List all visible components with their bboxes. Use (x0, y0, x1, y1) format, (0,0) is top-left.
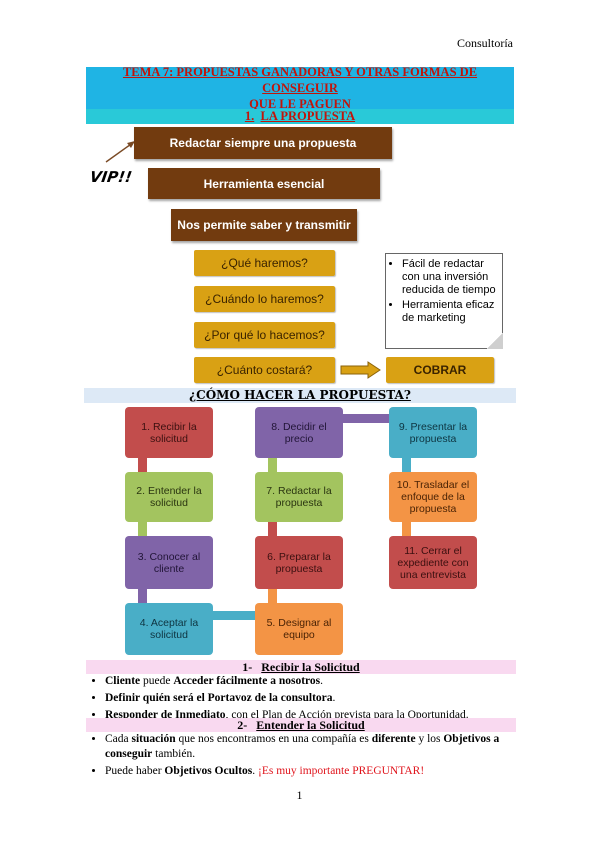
connector (402, 458, 411, 472)
subsection-heading-recibir: 1- Recibir la Solicitud (86, 660, 516, 674)
chapter-title: TEMA 7: PROPUESTAS GANADORAS Y OTRAS FOR… (86, 65, 514, 111)
connector (341, 414, 389, 423)
section-heading-la-propuesta: 1. LA PROPUESTA (86, 109, 514, 124)
step-number: 8. (271, 420, 281, 433)
vip-handwritten: VIP!! (88, 168, 134, 186)
list-item: Cada situación que nos encontramos en un… (105, 732, 520, 762)
step-text: Designar al equipo (278, 617, 332, 641)
right-arrow-icon (340, 361, 381, 379)
note-item: Fácil de redactar con una inversión redu… (402, 258, 498, 297)
como-heading: ¿CÓMO HACER LA PROPUESTA? (84, 388, 516, 403)
step-number: 1. (141, 420, 151, 433)
connector (268, 458, 277, 472)
cobrar-box: COBRAR (386, 357, 494, 383)
step-number: 5. (266, 617, 276, 629)
step-number: 9. (398, 420, 408, 433)
question-cuando: ¿Cuándo lo haremos? (194, 286, 335, 312)
note-item: Herramienta eficaz de marketing (402, 299, 498, 325)
subsection-number: 1- (242, 660, 253, 674)
step-6: 6. Preparar la propuesta (255, 536, 343, 589)
list-item: Cliente puede Acceder fácilmente a nosot… (105, 674, 520, 689)
box-herramienta-esencial: Herramienta esencial (148, 168, 380, 199)
step-text: Redactar la propuesta (275, 485, 332, 509)
box-redactar-propuesta: Redactar siempre una propuesta (134, 127, 392, 159)
chapter-title-line2: QUE LE PAGUEN (249, 97, 351, 111)
question-que: ¿Qué haremos? (194, 250, 335, 276)
connector (138, 522, 147, 536)
connector (402, 522, 411, 536)
connector (138, 589, 147, 603)
bullet-list-entender: Cada situación que nos encontramos en un… (90, 732, 520, 781)
step-1: 1. Recibir la solicitud (125, 407, 213, 458)
subsection-number: 2- (237, 718, 248, 732)
subsection-title: Recibir la Solicitud (261, 660, 360, 674)
step-9: 9. Presentar la propuesta (389, 407, 477, 458)
section-number: 1. (244, 109, 255, 123)
step-text: Presentar la propuesta (409, 420, 468, 445)
page-number: 1 (296, 788, 303, 802)
step-number: 2. (136, 485, 146, 497)
step-text: Recibir la solicitud (150, 420, 197, 445)
step-text: Preparar la propuesta (275, 550, 331, 575)
box-saber-transmitir: Nos permite saber y transmitir (171, 209, 357, 241)
chapter-title-line1: TEMA 7: PROPUESTAS GANADORAS Y OTRAS FOR… (122, 65, 478, 95)
step-8: 8. Decidir el precio (255, 407, 343, 458)
step-text: Conocer al cliente (149, 550, 201, 575)
subsection-title: Entender la Solicitud (256, 718, 365, 732)
step-number: 7. (266, 485, 276, 497)
list-item: Definir quién será el Portavoz de la con… (105, 691, 520, 706)
connector (268, 589, 277, 603)
step-text: Entender la solicitud (147, 485, 202, 509)
step-2: 2. Entender la solicitud (125, 472, 213, 522)
como-heading-text: ¿CÓMO HACER LA PROPUESTA? (189, 388, 411, 402)
connector (268, 522, 277, 536)
question-cuanto: ¿Cuánto costará? (194, 357, 335, 383)
step-number: 3. (137, 550, 147, 563)
pointer-arrow-icon (105, 141, 135, 163)
step-number: 6. (267, 550, 276, 563)
step-number: 11. (404, 544, 419, 557)
step-7: 7. Redactar la propuesta (255, 472, 343, 522)
step-number: 4. (139, 617, 149, 629)
step-text: Decidir el precio (282, 420, 327, 445)
step-11: 11. Cerrar el expediente con una entrevi… (389, 536, 477, 589)
step-4: 4. Aceptar la solicitud (125, 603, 213, 655)
connector (138, 458, 147, 472)
step-text: Aceptar la solicitud (150, 617, 199, 641)
section-title: LA PROPUESTA (260, 109, 356, 123)
question-por-que: ¿Por qué lo hacemos? (194, 322, 335, 348)
page-curl-icon (487, 333, 503, 349)
step-text: Cerrar el expediente con una entrevista (397, 544, 469, 581)
header-label: Consultoría (457, 36, 513, 50)
note-box: Fácil de redactar con una inversión redu… (385, 253, 503, 349)
step-10: 10. Trasladar el enfoque de la propuesta (389, 472, 477, 522)
step-text: Trasladar el enfoque de la propuesta (401, 479, 470, 515)
step-number: 10. (396, 479, 412, 491)
step-5: 5. Designar al equipo (255, 603, 343, 655)
list-item: Puede haber Objetivos Ocultos. ¡Es muy i… (105, 764, 520, 779)
subsection-heading-entender: 2- Entender la Solicitud (86, 718, 516, 732)
step-3: 3. Conocer al cliente (125, 536, 213, 589)
connector (211, 611, 255, 620)
